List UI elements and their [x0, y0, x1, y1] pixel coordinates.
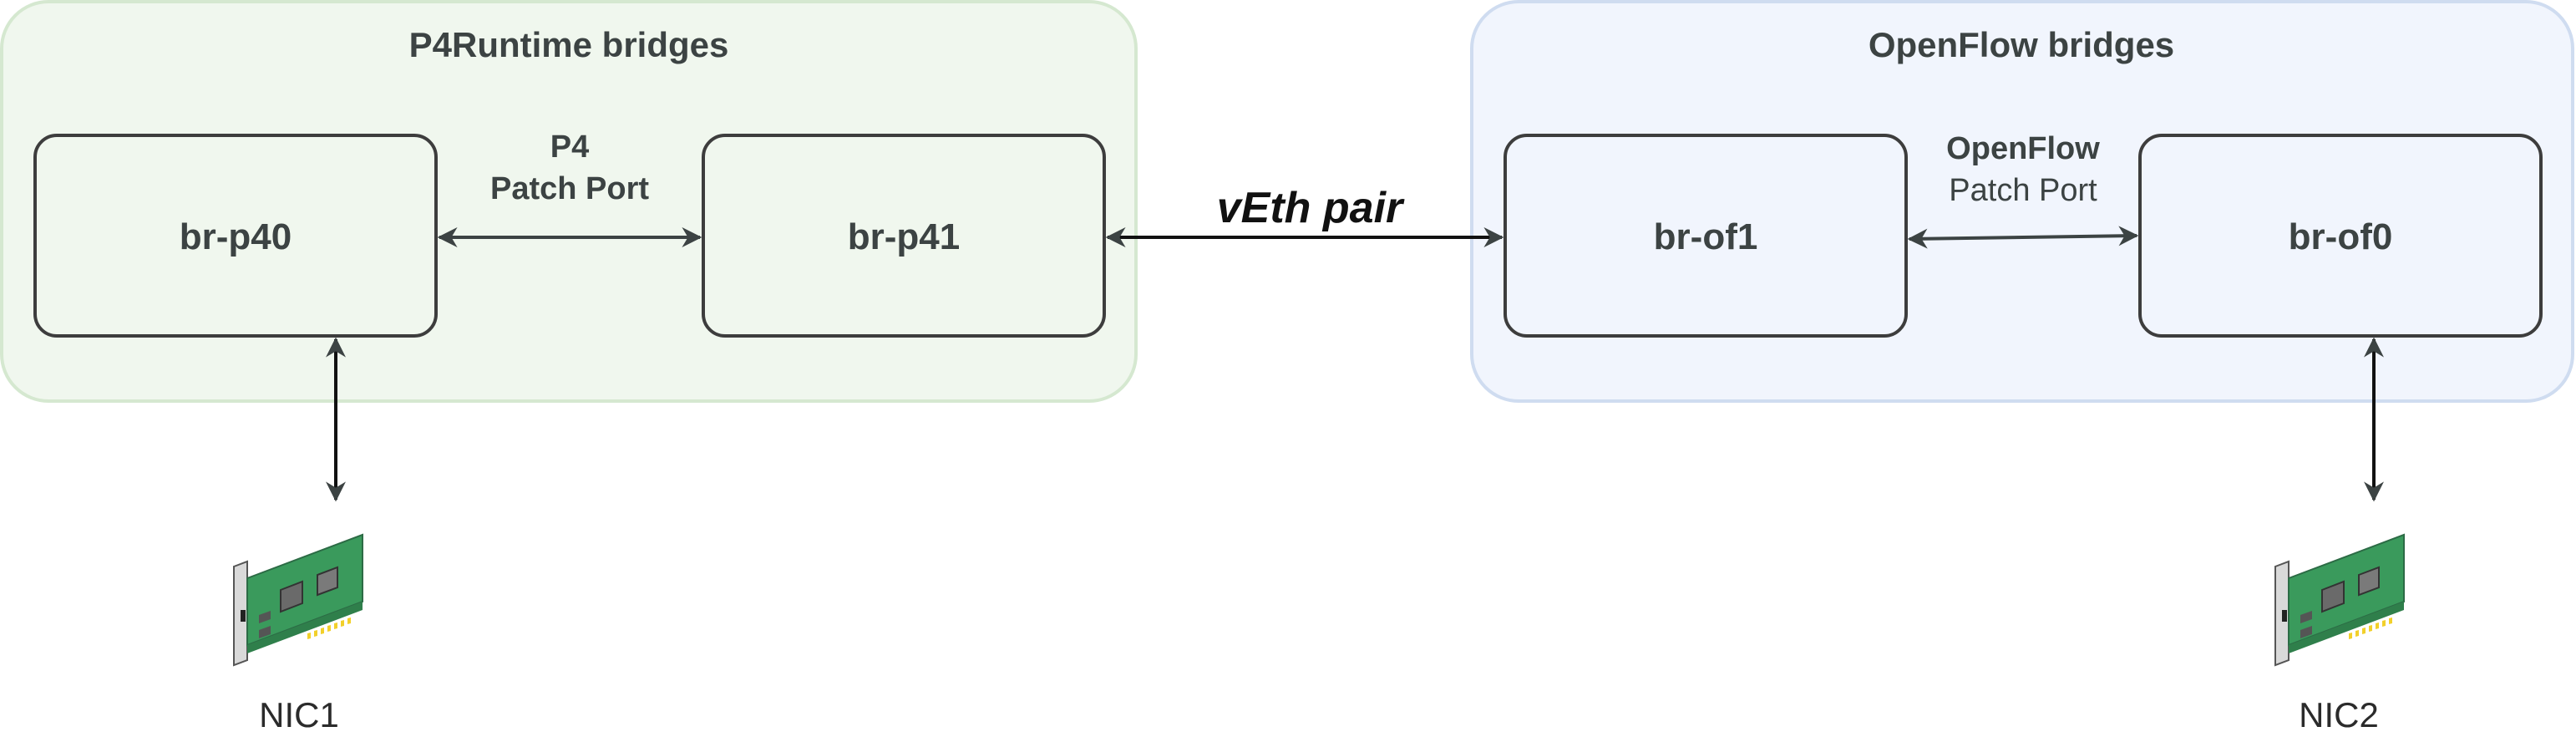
network-card-icon	[2274, 534, 2405, 666]
nic2-label: NIC2	[2299, 695, 2379, 734]
openflow-patch-port-label-line2: Patch Port	[1949, 173, 2097, 208]
p4runtime-group-title: P4Runtime bridges	[409, 25, 729, 64]
openflow-patch-port-link	[1907, 226, 2139, 249]
openflow-group-title: OpenFlow bridges	[1869, 25, 2174, 64]
bridge-br-p40[interactable]	[33, 134, 438, 338]
p4runtime-group	[0, 0, 1138, 403]
bridge-br-of1-label: br-of1	[1654, 216, 1758, 257]
openflow-group	[1470, 0, 2574, 403]
bridge-br-of0-label: br-of0	[2289, 216, 2393, 257]
network-card-icon	[233, 534, 363, 666]
nic1-label: NIC1	[259, 695, 339, 734]
veth-pair-label: vEth pair	[1217, 184, 1405, 232]
bridge-br-p40-label: br-p40	[180, 216, 292, 257]
p4-patch-port-label-line1: P4	[550, 130, 589, 165]
bridge-br-of1[interactable]	[1504, 134, 1908, 338]
openflow-patch-port-label-line1: OpenFlow	[1946, 131, 2100, 166]
bridge-br-p41[interactable]	[702, 134, 1106, 338]
p4-patch-port-label-line2: Patch Port	[490, 171, 649, 206]
bridge-br-p41-label: br-p41	[848, 216, 960, 257]
bridge-br-of0[interactable]	[2138, 134, 2543, 338]
